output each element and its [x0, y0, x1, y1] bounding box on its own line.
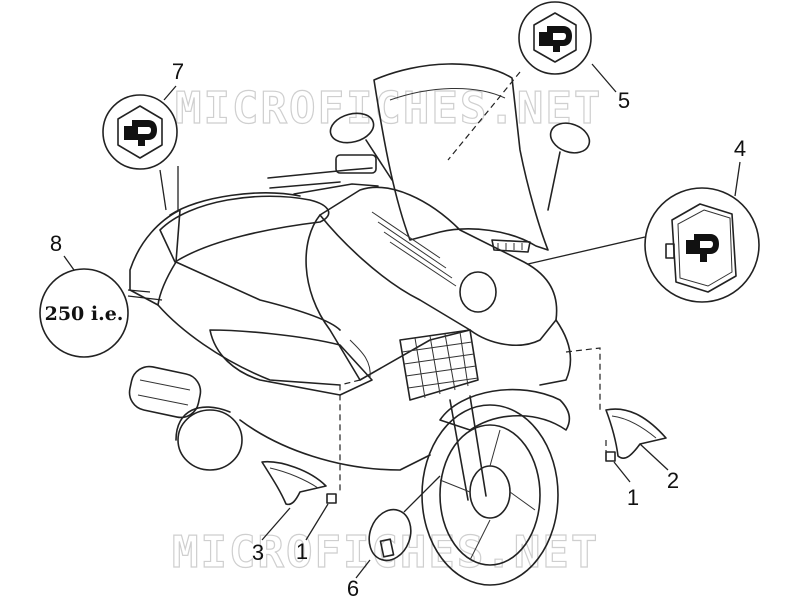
piaggio-logo-icon — [124, 120, 157, 146]
watermark-bottom: MICROFICHES.NET — [172, 527, 599, 578]
badge-250-ie-text: 250 i.e. — [45, 303, 124, 325]
callout-1-left: 1 — [296, 539, 308, 564]
callout-8: 8 — [50, 231, 62, 256]
part-1-clip-left — [326, 493, 337, 504]
callout-3: 3 — [252, 540, 264, 565]
callout-1-right: 1 — [627, 485, 639, 510]
part-2-cover — [605, 408, 667, 459]
leader-lines — [63, 63, 741, 579]
part-6-decal — [368, 508, 412, 562]
piaggio-logo-icon — [686, 234, 719, 262]
part-7-logo-badge — [102, 94, 178, 170]
callout-7: 7 — [172, 59, 184, 84]
part-1-clip-right — [605, 451, 616, 462]
scooter-drawing — [128, 63, 591, 586]
piaggio-logo-icon — [539, 26, 572, 52]
callout-6: 6 — [347, 576, 359, 600]
callout-4: 4 — [734, 136, 746, 161]
part-4-emblem-badge — [644, 187, 760, 303]
callout-5: 5 — [618, 88, 630, 113]
part-8-text-badge: 250 i.e. — [39, 268, 129, 358]
part-5-logo-badge — [518, 1, 592, 75]
part-3-cover — [261, 460, 327, 506]
callout-2: 2 — [667, 468, 679, 493]
watermark-top: MICROFICHES.NET — [175, 83, 602, 134]
